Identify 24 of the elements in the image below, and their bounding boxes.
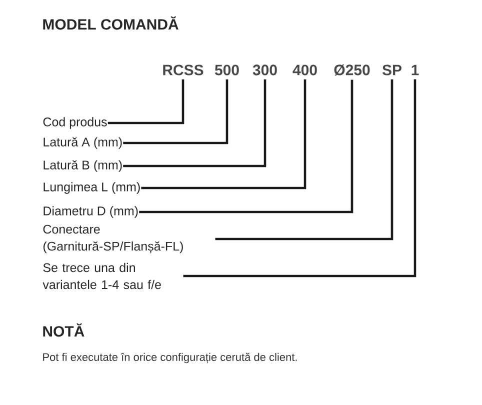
note-text: Pot fi executate în orice configurație cerută de client. [43,352,297,364]
code-part: 400 [292,64,317,76]
leader-line [141,79,306,190]
code-part: 300 [252,64,277,76]
field-label: Lungimea L (mm) [44,182,140,194]
leader-line [139,80,354,214]
code-part: Ø250 [334,64,370,76]
leader-line [108,79,184,124]
field-label: Latură B (mm) [44,160,122,172]
field-label: Diametru D (mm) [44,206,138,218]
heading: MODEL COMANDĂ [43,16,178,30]
code-part: SP [382,64,402,76]
field-label: Conectare (Garnitură-SP/Flanșă-FL) [43,224,183,254]
leader-line [183,79,416,278]
field-label: Latură A (mm) [44,137,122,149]
code-part: 500 [214,64,239,76]
leader-line [123,79,228,144]
code-part: 1 [412,64,419,76]
field-label: Cod produs [43,117,107,129]
field-label: Se trece una din variantele 1-4 sau f/e [42,262,161,290]
heading: NOTĂ [43,323,84,337]
code-part: RCSS [163,64,204,76]
leader-line [123,79,266,168]
leader-line [215,79,394,240]
